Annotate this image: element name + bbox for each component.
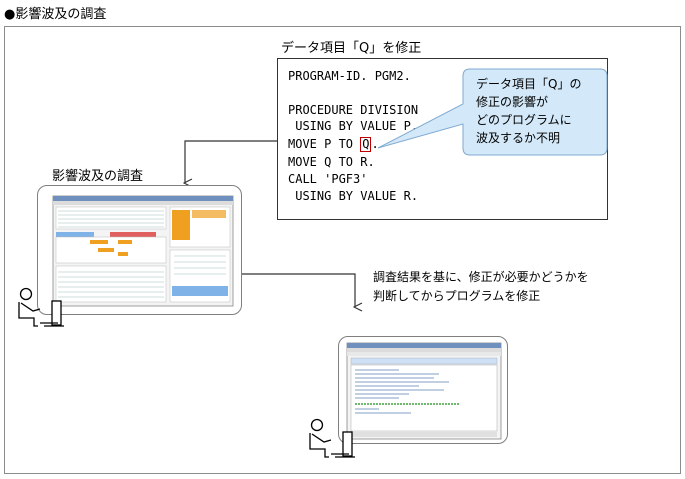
description-line: 調査結果を基に、修正が必要かどうかを	[373, 270, 589, 284]
survey-panel	[37, 185, 242, 315]
impact-analysis-screenshot	[52, 195, 234, 307]
description: 調査結果を基に、修正が必要かどうかを 判断してからプログラムを修正	[373, 268, 589, 306]
arrow-survey-to-editor	[242, 273, 355, 307]
arrow-code-to-survey	[185, 140, 277, 183]
outer-frame	[4, 26, 681, 474]
code-line: USING BY VALUE R.	[288, 189, 419, 203]
code-line: CALL 'PGF3'	[288, 172, 368, 186]
section-heading: ●影響波及の調査	[4, 7, 107, 22]
code-line: PROGRAM-ID. PGM2.	[288, 69, 411, 83]
code-box: PROGRAM-ID. PGM2. PROCEDURE DIVISION USI…	[277, 58, 608, 220]
program-editor-screenshot	[346, 342, 502, 440]
callout-bubble	[377, 68, 608, 156]
description-line: 判断してからプログラムを修正	[373, 289, 541, 303]
code-title: データ項目「Q」を修正	[281, 41, 422, 56]
code-line: USING BY VALUE P.	[288, 119, 419, 133]
code-line-move-p: MOVE P TO Q.	[288, 136, 379, 152]
code-line: PROCEDURE DIVISION	[288, 103, 419, 117]
code-line: MOVE Q TO R.	[288, 155, 375, 169]
callout-line: 修正の影響が	[476, 95, 549, 109]
callout-line: データ項目「Q」の	[476, 77, 582, 91]
callout-line: どのプログラムに	[476, 113, 572, 127]
highlight-q: Q	[360, 137, 372, 152]
person-at-computer-icon	[309, 418, 355, 458]
editor-panel	[338, 336, 508, 444]
highlight-suffix: .	[371, 137, 379, 151]
callout-line: 波及するか不明	[476, 131, 561, 145]
person-at-computer-icon	[18, 287, 64, 327]
code-line-move-p-text: MOVE P TO	[288, 137, 361, 151]
survey-label: 影響波及の調査	[52, 169, 144, 184]
